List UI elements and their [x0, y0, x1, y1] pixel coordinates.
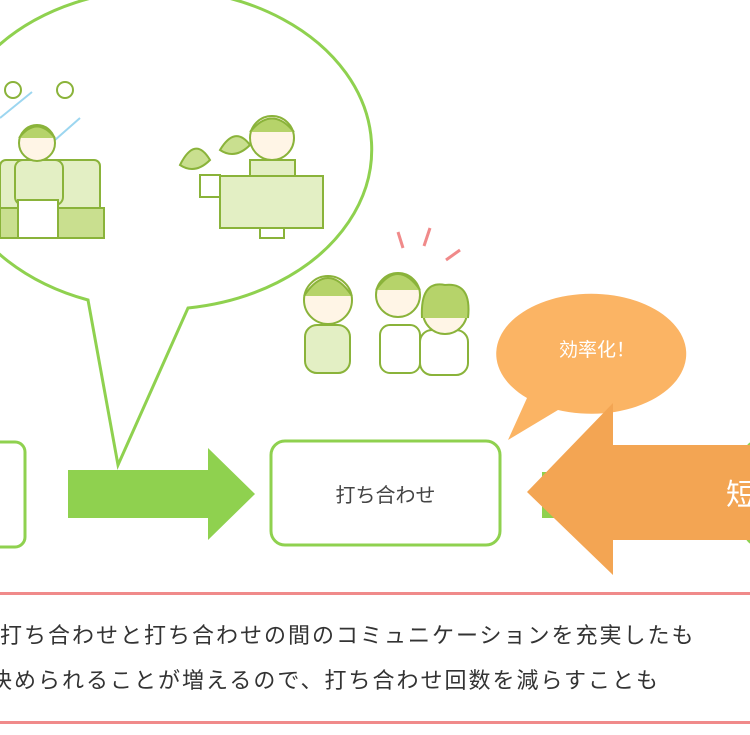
- previous-meeting-box: [0, 440, 27, 549]
- note-line-2: 決められることが増えるので、打ち合わせ回数を減らすことも: [0, 669, 661, 694]
- office-worker-illustration: [178, 115, 324, 239]
- efficiency-bubble-label: 効率化！: [558, 339, 635, 361]
- green-arrow-right: [68, 448, 255, 540]
- meeting-box-label: 打ち合わせ: [335, 482, 436, 507]
- note-line-1: 打ち合わせと打ち合わせの間のコミュニケーションを充実したも: [0, 624, 696, 649]
- meeting-box: [269, 439, 502, 547]
- note-box: 打ち合わせと打ち合わせの間のコミュニケーションを充実したも 決められることが増え…: [0, 592, 750, 724]
- train-passenger-illustration: [0, 81, 105, 239]
- orange-arrow-left: [527, 403, 750, 575]
- orange-arrow-label: 短: [726, 478, 750, 513]
- happy-people-illustration: [303, 227, 470, 376]
- efficiency-bubble: [496, 293, 687, 440]
